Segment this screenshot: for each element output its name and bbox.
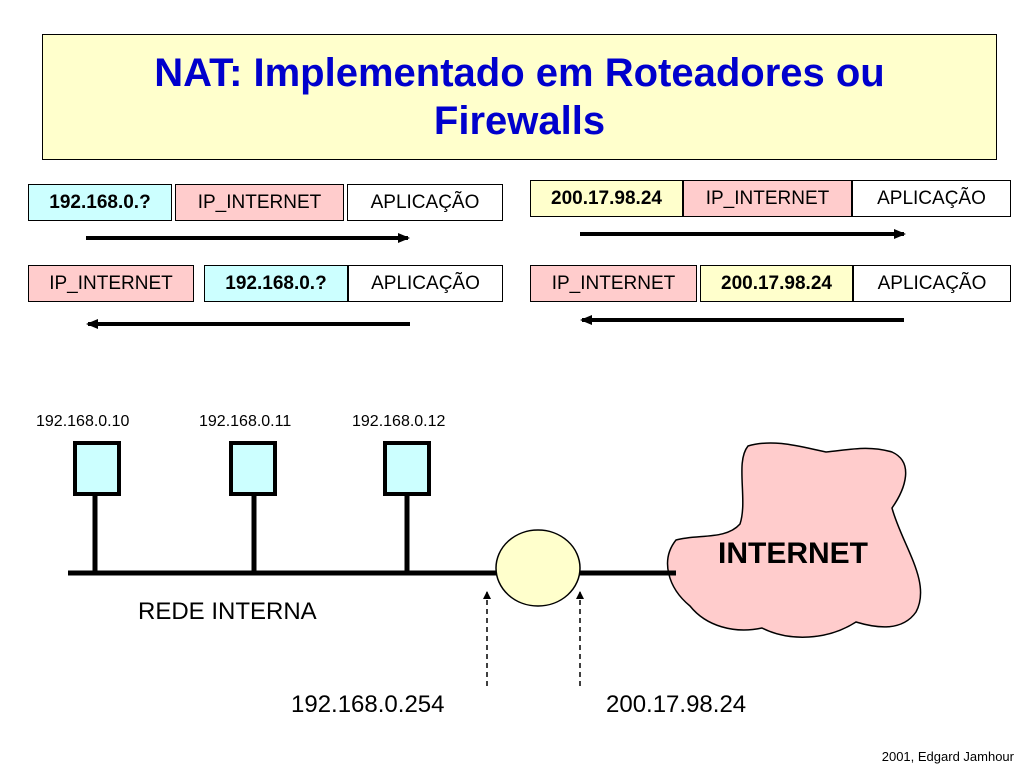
packet-left-in-src: IP_INTERNET (28, 265, 194, 302)
host-2 (229, 441, 277, 496)
footer-credit: 2001, Edgard Jamhour (881, 749, 1014, 764)
packet-right-out-src: 200.17.98.24 (530, 180, 683, 217)
host-3-ip: 192.168.0.12 (352, 413, 446, 430)
host-2-ip: 192.168.0.11 (199, 413, 292, 430)
packet-left-out-dst: IP_INTERNET (175, 184, 344, 221)
host-1 (73, 441, 121, 496)
packet-left-in-dst: 192.168.0.? (204, 265, 348, 302)
router-external-ip: 200.17.98.24 (606, 691, 747, 718)
router (495, 529, 581, 607)
packet-left-out-app: APLICAÇÃO (347, 184, 503, 221)
title-box: NAT: Implementado em Roteadores ou Firew… (42, 34, 997, 160)
internal-network-label: REDE INTERNA (138, 598, 317, 625)
host-1-ip: 192.168.0.10 (36, 413, 130, 430)
packet-left-out-src: 192.168.0.? (28, 184, 172, 221)
internet-cloud-shape (666, 442, 922, 638)
packet-right-in-app: APLICAÇÃO (853, 265, 1011, 302)
packet-left-in-app: APLICAÇÃO (348, 265, 503, 302)
packet-right-in-src: IP_INTERNET (530, 265, 697, 302)
internet-label: INTERNET (718, 537, 868, 570)
page-title: NAT: Implementado em Roteadores ou Firew… (154, 51, 885, 143)
host-3 (383, 441, 431, 496)
packet-right-out-app: APLICAÇÃO (852, 180, 1011, 217)
router-internal-ip: 192.168.0.254 (291, 691, 445, 718)
packet-right-out-dst: IP_INTERNET (683, 180, 852, 217)
packet-right-in-dst: 200.17.98.24 (700, 265, 853, 302)
